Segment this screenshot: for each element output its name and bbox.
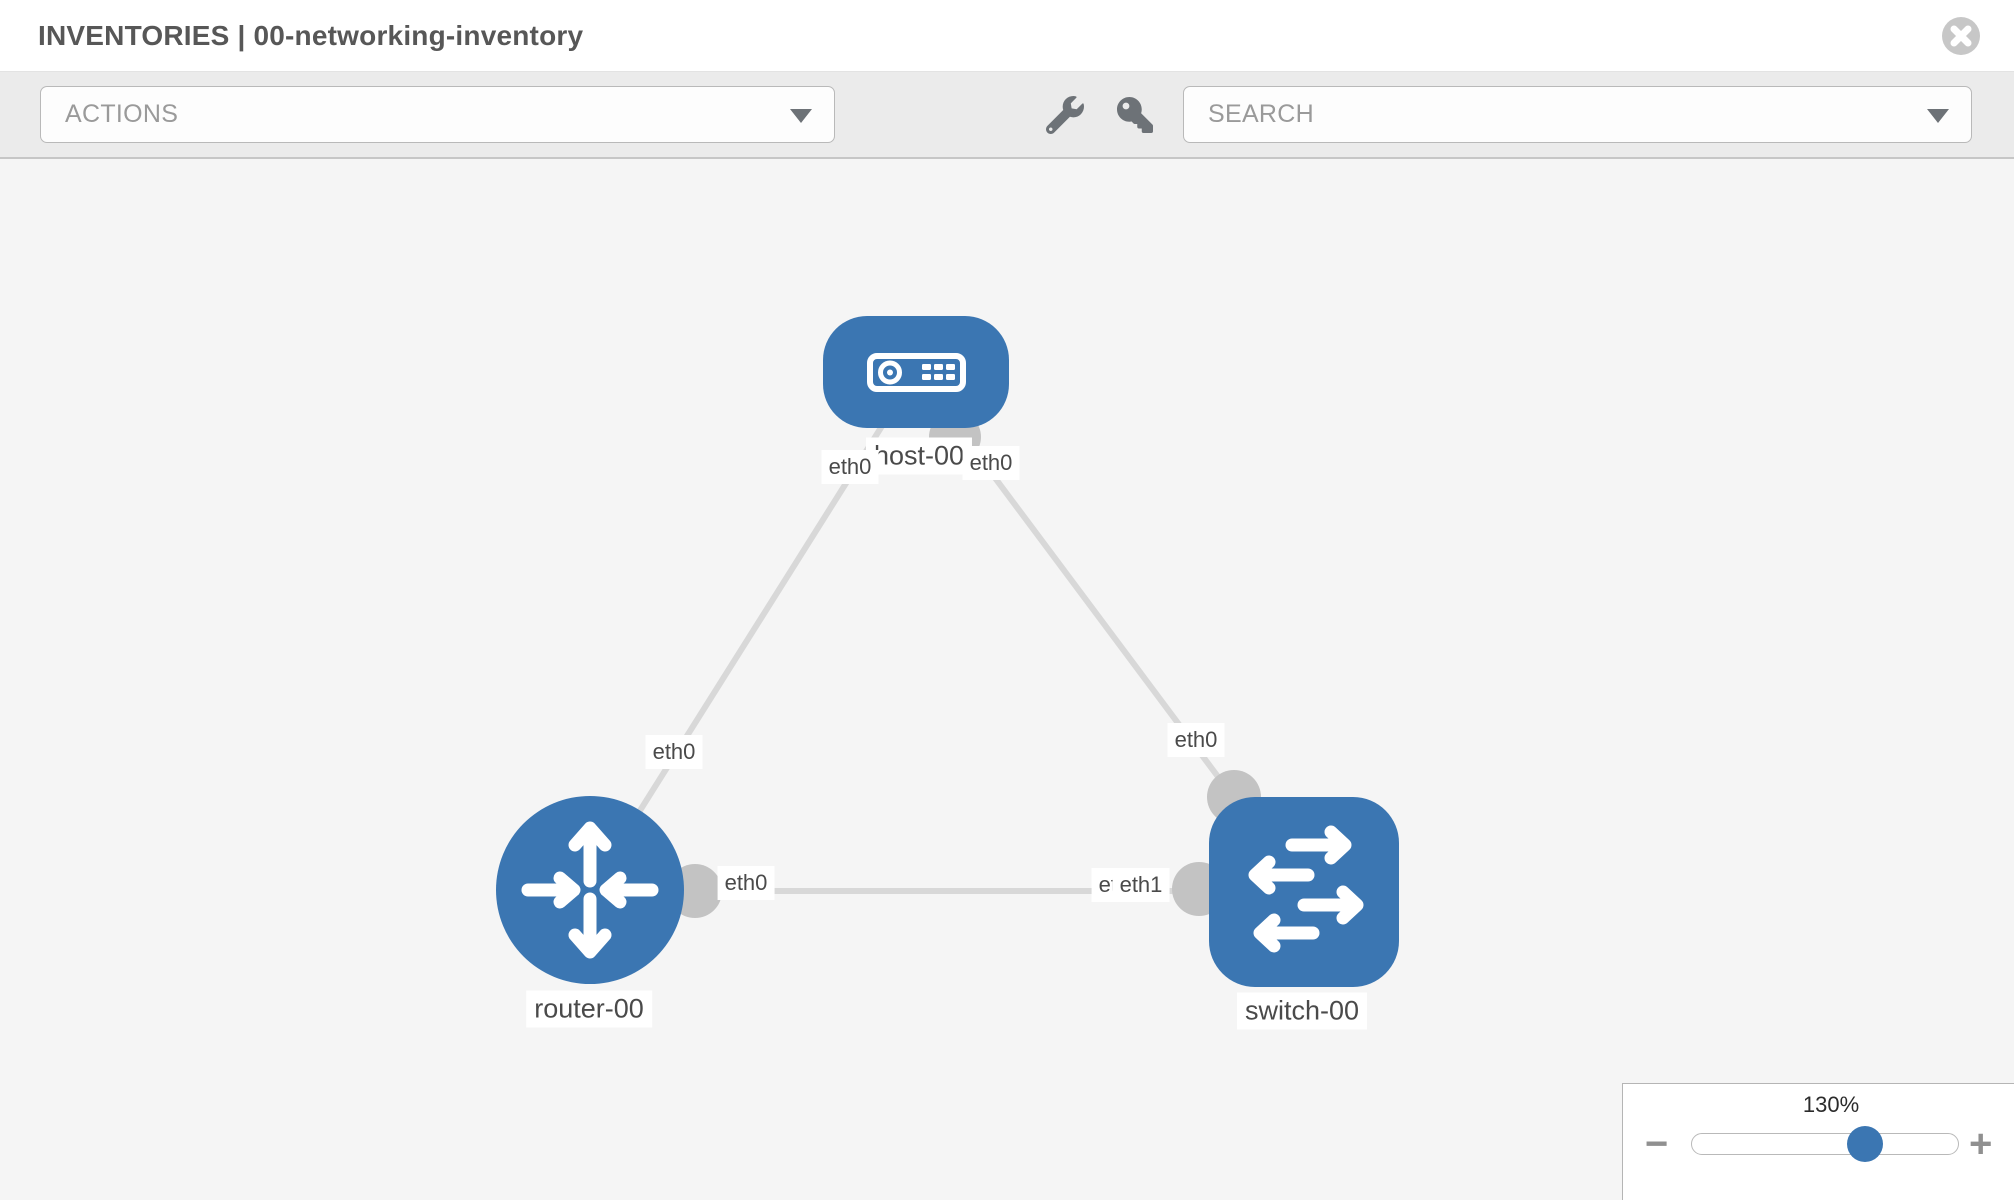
interface-connectors bbox=[668, 411, 1261, 918]
credentials-button[interactable] bbox=[1111, 90, 1159, 140]
page-title: INVENTORIES | 00-networking-inventory bbox=[38, 20, 584, 51]
search-dropdown[interactable]: SEARCH bbox=[1183, 86, 1972, 143]
interface-label-router-eth0: eth0 bbox=[717, 866, 775, 900]
node-label-router-00: router-00 bbox=[526, 990, 652, 1028]
actions-dropdown-label: ACTIONS bbox=[65, 100, 179, 128]
header: INVENTORIES | 00-networking-inventory bbox=[0, 0, 2014, 72]
tools-button[interactable] bbox=[1041, 90, 1089, 140]
zoom-panel: 130% − + bbox=[1622, 1083, 2014, 1200]
switch-icon bbox=[1248, 825, 1364, 953]
host-icon bbox=[867, 353, 966, 392]
zoom-level-value: 130% bbox=[1802, 1092, 1860, 1117]
wrench-icon bbox=[1041, 96, 1089, 134]
node-switch-00[interactable] bbox=[1209, 797, 1399, 987]
node-label-host-00: host-00 bbox=[865, 437, 973, 475]
toolbar: ACTIONS SEARCH bbox=[0, 72, 2014, 159]
interface-label-switch-eth1: eth1 bbox=[1112, 868, 1170, 902]
chevron-down-icon bbox=[1927, 109, 1949, 123]
close-icon bbox=[1941, 17, 1981, 59]
zoom-slider-track[interactable] bbox=[1691, 1126, 1959, 1162]
interface-label-switch-eth0: eth0 bbox=[1167, 723, 1225, 757]
router-icon bbox=[521, 821, 659, 959]
interface-label-host-eth0-left: eth0 bbox=[821, 450, 879, 484]
topology-canvas[interactable]: host-00 router-00 switch-00 eth0 eth0 et… bbox=[0, 161, 2014, 1200]
key-icon bbox=[1111, 97, 1159, 133]
interface-label-host-eth0-right: eth0 bbox=[962, 446, 1020, 480]
node-host-00[interactable] bbox=[823, 316, 1009, 428]
interface-label-router-eth0-uplink: eth0 bbox=[645, 735, 703, 769]
search-dropdown-label: SEARCH bbox=[1208, 100, 1314, 128]
zoom-in-button[interactable]: + bbox=[1969, 1122, 1993, 1166]
zoom-slider-thumb[interactable] bbox=[1847, 1126, 1883, 1162]
close-button[interactable] bbox=[1941, 16, 1981, 56]
chevron-down-icon bbox=[790, 109, 812, 123]
node-label-switch-00: switch-00 bbox=[1236, 992, 1368, 1030]
node-router-00[interactable] bbox=[496, 796, 684, 984]
actions-dropdown[interactable]: ACTIONS bbox=[40, 86, 835, 143]
zoom-out-button[interactable]: − bbox=[1645, 1122, 1669, 1166]
